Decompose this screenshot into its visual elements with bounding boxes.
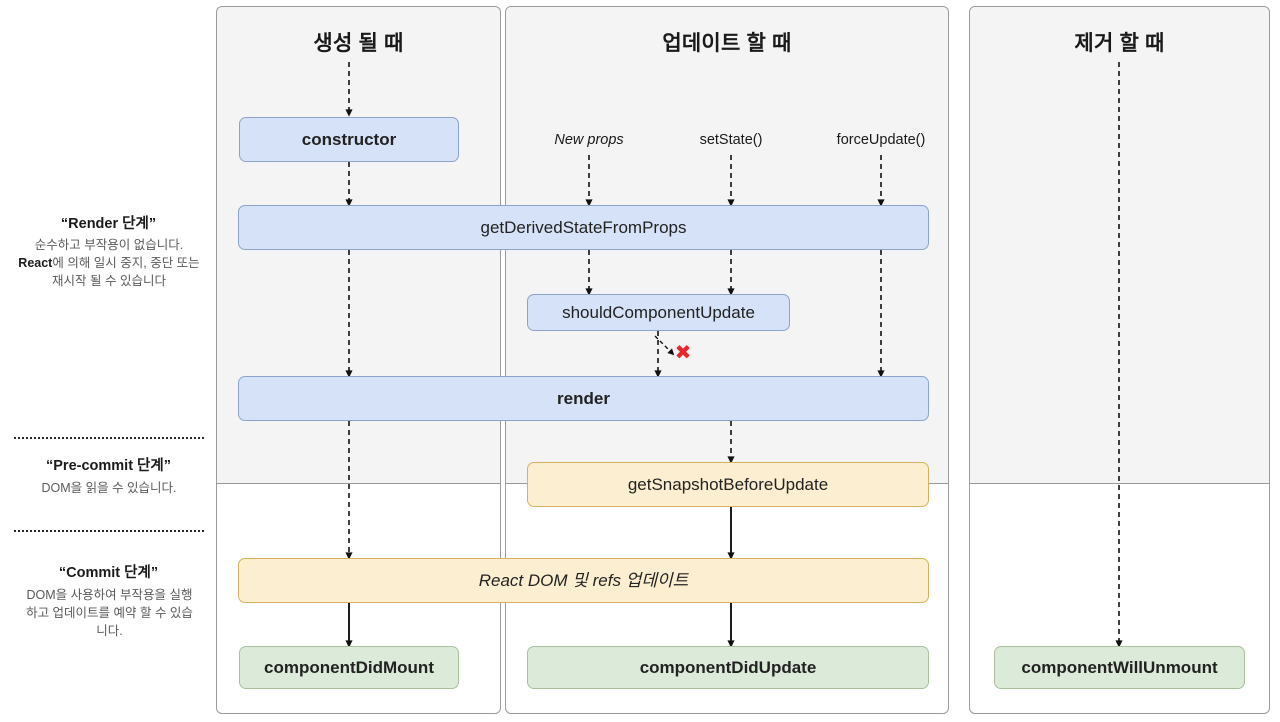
- node-component-did-mount[interactable]: componentDidMount: [239, 646, 459, 689]
- legend-text-strong: React: [18, 256, 53, 271]
- legend-commit-phase-title: “Commit 단계”: [58, 565, 159, 581]
- trigger-new-props: New props: [554, 132, 624, 148]
- node-get-derived-state-from-props[interactable]: getDerivedStateFromProps: [238, 205, 929, 250]
- legend-divider-bottom: [14, 530, 204, 532]
- node-component-did-update[interactable]: componentDidUpdate: [527, 646, 929, 689]
- legend-precommit-phase-title: “Pre-commit 단계”: [46, 458, 171, 474]
- column-title-mounting: 생성 될 때: [313, 32, 404, 55]
- legend-render-phase-title: “Render 단계”: [60, 216, 157, 232]
- trigger-set-state: setState(): [699, 132, 763, 148]
- skip-render-x-icon: ✖: [674, 340, 692, 364]
- legend-text-post: 에 의해 일시 중지, 중단 또는 재시작 될 수 있습니다: [52, 256, 200, 289]
- column-title-updating: 업데이트 할 때: [662, 32, 792, 55]
- column-title-unmounting: 제거 할 때: [1074, 32, 1165, 55]
- node-render[interactable]: render: [238, 376, 929, 421]
- node-should-component-update[interactable]: shouldComponentUpdate: [527, 294, 790, 331]
- node-react-dom-and-refs-update[interactable]: React DOM 및 refs 업데이트: [238, 558, 929, 603]
- legend-divider-top: [14, 437, 204, 439]
- legend-precommit-phase-description: DOM을 읽을 수 있습니다.: [41, 481, 177, 495]
- legend-text-pre: 순수하고 부작용이 없습니다.: [34, 238, 184, 252]
- legend-render-phase-description: 순수하고 부작용이 없습니다. React에 의해 일시 중지, 중단 또는 재…: [18, 236, 200, 290]
- node-constructor[interactable]: constructor: [239, 117, 459, 162]
- node-component-will-unmount[interactable]: componentWillUnmount: [994, 646, 1245, 689]
- trigger-force-update: forceUpdate(): [836, 132, 926, 148]
- node-get-snapshot-before-update[interactable]: getSnapshotBeforeUpdate: [527, 462, 929, 507]
- legend-commit-phase-description: DOM을 사용하여 부작용을 실행하고 업데이트를 예약 할 수 있습니다.: [26, 588, 193, 639]
